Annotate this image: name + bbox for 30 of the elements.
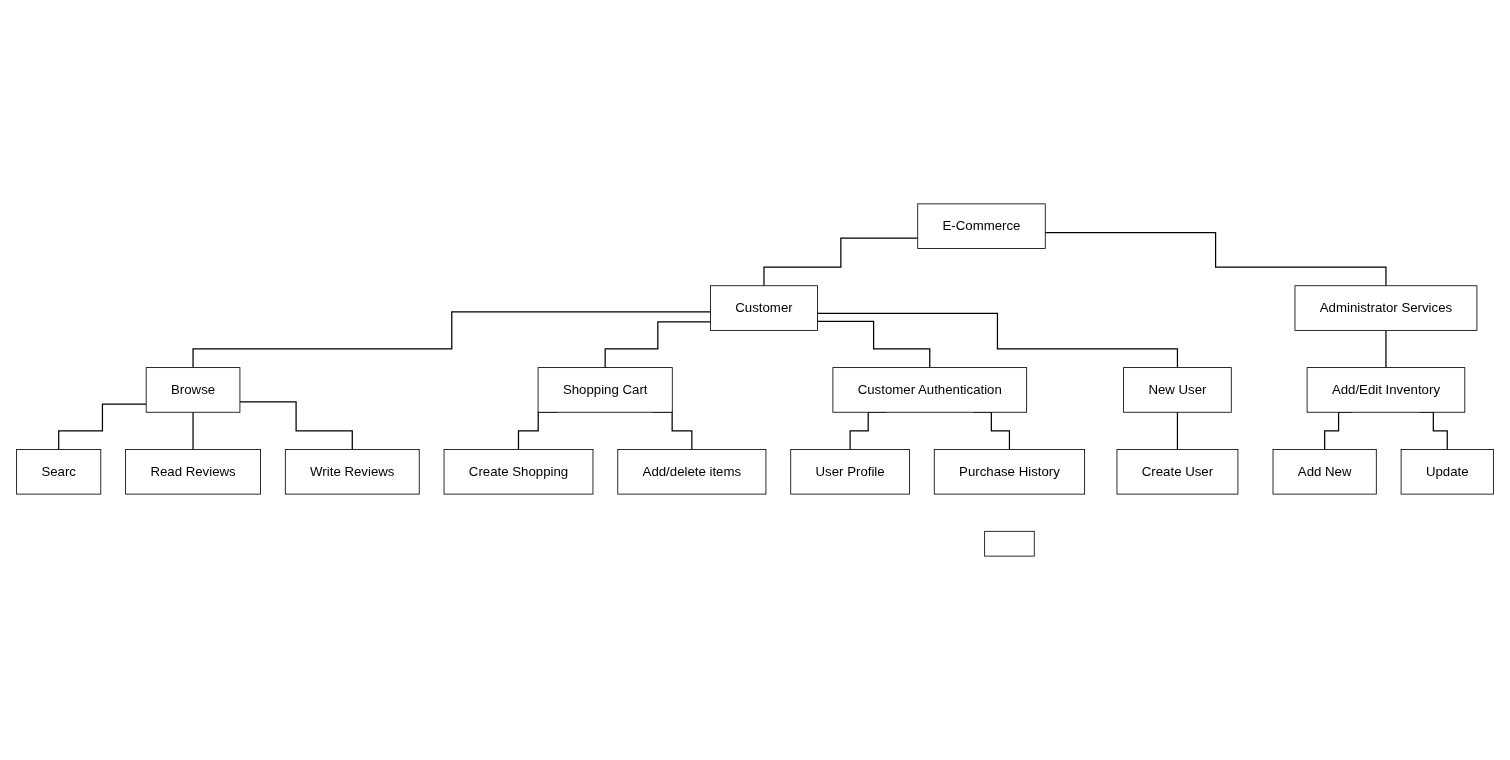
connector bbox=[816, 312, 1179, 369]
node-box: Add/delete items bbox=[617, 449, 767, 495]
node-box: Searc bbox=[16, 449, 102, 495]
node-box: Create User bbox=[1116, 449, 1239, 495]
node-box: Purchase History bbox=[933, 449, 1086, 495]
connector bbox=[763, 237, 919, 287]
connector bbox=[192, 311, 712, 369]
connector bbox=[58, 403, 147, 451]
node-box: Customer bbox=[710, 285, 818, 331]
connector bbox=[1044, 232, 1387, 287]
node-box: Write Reviews bbox=[284, 449, 420, 495]
connector bbox=[239, 401, 353, 451]
node-box: Administrator Services bbox=[1294, 285, 1478, 331]
node-box: New User bbox=[1123, 367, 1232, 413]
node-box: Browse bbox=[145, 367, 241, 413]
node-box: Add/Edit Inventory bbox=[1306, 367, 1466, 413]
node-box: Update bbox=[1400, 449, 1494, 495]
connector bbox=[604, 321, 712, 369]
connector bbox=[1385, 329, 1387, 369]
node-box: Customer Authentication bbox=[832, 367, 1028, 413]
node-box: Shopping Cart bbox=[537, 367, 673, 413]
node-box: E-Commerce bbox=[917, 203, 1046, 249]
connector bbox=[1176, 411, 1179, 451]
node-box: Read Reviews bbox=[125, 449, 261, 495]
node-box bbox=[984, 530, 1035, 557]
node-box: Add New bbox=[1272, 449, 1377, 495]
connector bbox=[192, 411, 194, 451]
connector bbox=[816, 320, 931, 369]
node-box: User Profile bbox=[790, 449, 910, 495]
node-box: Create Shopping bbox=[443, 449, 594, 495]
